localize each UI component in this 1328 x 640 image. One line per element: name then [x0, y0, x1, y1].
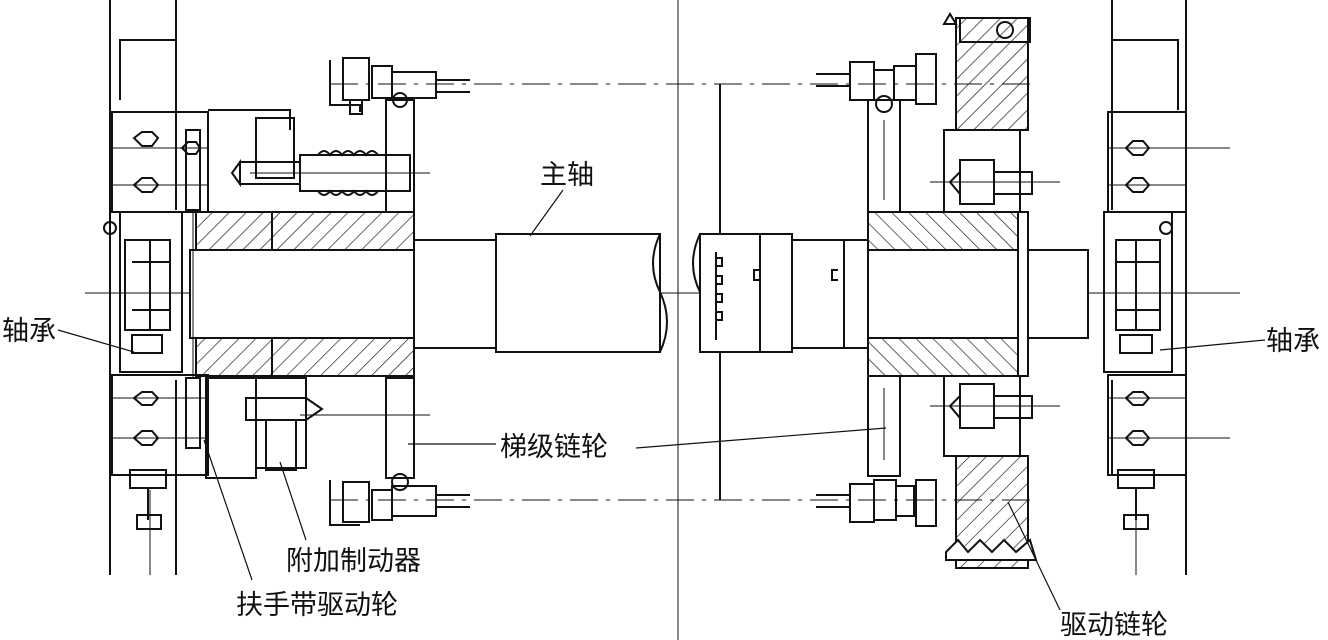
label-main-shaft: 主轴 — [540, 160, 594, 191]
label-bearing-left: 轴承 — [2, 316, 56, 347]
left-hub — [189, 211, 415, 377]
label-drive-sprocket: 驱动链轮 — [1060, 610, 1168, 640]
label-bearing-right: 轴承 — [1266, 326, 1320, 357]
label-step-sprocket: 梯级链轮 — [500, 432, 608, 463]
label-handrail-drive-wheel: 扶手带驱动轮 — [236, 590, 398, 621]
left-bottom-fittings — [329, 473, 470, 526]
label-aux-brake: 附加制动器 — [286, 546, 421, 577]
left-foot-bolt — [129, 469, 167, 530]
left-brake-spring — [208, 109, 430, 196]
right-hub — [867, 211, 1089, 377]
right-drive-sprocket — [943, 17, 1038, 569]
right-bolts — [930, 12, 1060, 429]
right-foot-bolt — [1117, 469, 1155, 530]
right-bearing — [1103, 211, 1173, 373]
right-top-fittings — [816, 53, 937, 113]
main-shaft — [413, 233, 869, 353]
left-top-fittings — [329, 57, 470, 115]
leader-lines — [57, 189, 1266, 611]
left-plates — [185, 99, 430, 479]
right-hex-bolts — [1124, 140, 1173, 446]
left-bearing — [119, 211, 183, 373]
right-bottom-fittings — [816, 479, 937, 527]
